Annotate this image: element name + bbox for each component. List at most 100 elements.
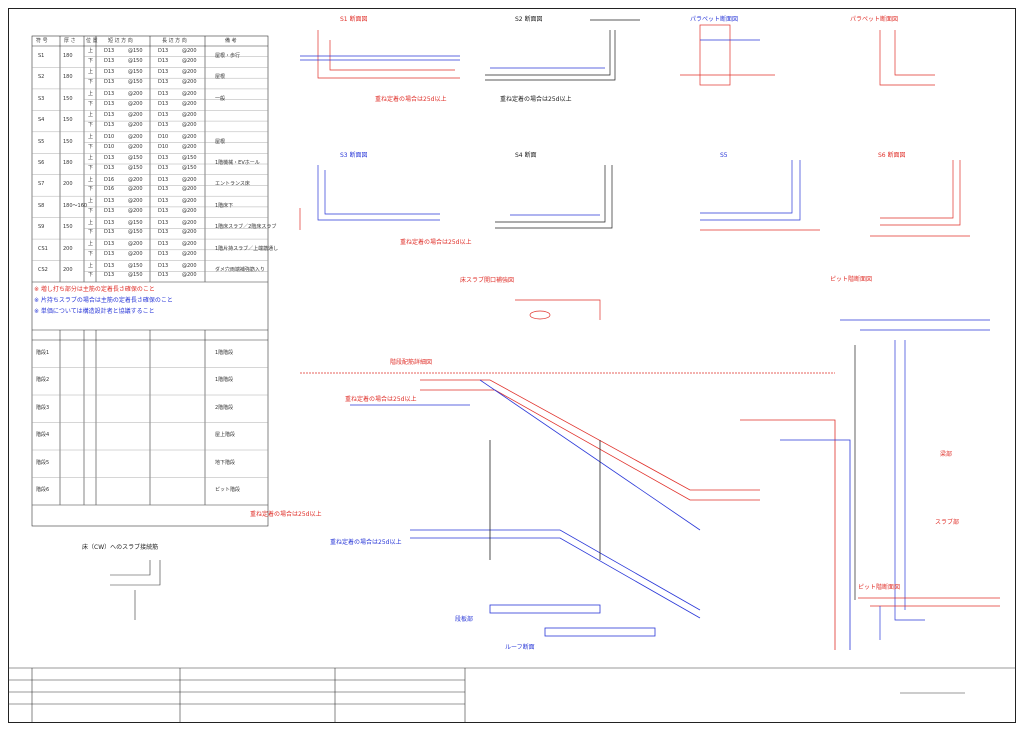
table-row-thickness: 180 xyxy=(63,160,73,166)
table-row-long-pitch: @200 xyxy=(182,48,197,54)
table-row-long-pitch-lower: @200 xyxy=(182,79,197,86)
label-parapet-2: パラペット断面図 xyxy=(850,16,899,23)
table-row-long-bar: D13 xyxy=(158,176,169,183)
label-stair-slab: 段板部 xyxy=(455,616,474,623)
table-row-pos-upper: 上 xyxy=(88,133,94,140)
label-roof-section: ルーフ断面 xyxy=(505,644,535,651)
table-row-short-pitch: @200 xyxy=(128,241,143,248)
table-row-short-bar-lower: D13 xyxy=(104,207,115,214)
table-row-long-bar: D13 xyxy=(158,90,169,97)
table-row-long-bar-lower: D13 xyxy=(158,79,169,86)
table-row-long-pitch-lower: @200 xyxy=(182,207,197,214)
label-anchor-note-2: 重ね定着の場合は25d以上 xyxy=(500,96,572,103)
table-row-note: 1階片持スラブ／上端筋通し xyxy=(215,245,279,252)
table-row-short-pitch-lower: @150 xyxy=(128,272,143,279)
table-row-long-bar: D13 xyxy=(158,198,169,205)
table-row-pos-lower: 下 xyxy=(88,229,94,236)
table-row-short-pitch: @150 xyxy=(128,48,143,54)
table-row-pos-lower: 下 xyxy=(88,122,94,129)
table-note-3: ※ 単価については構造設計者と協議すること xyxy=(34,308,155,315)
table-row-pos-upper: 上 xyxy=(88,198,94,205)
table-row-note: 屋根 xyxy=(215,74,226,81)
table-row-short-pitch-lower: @150 xyxy=(128,79,143,86)
table-row-long-bar: D13 xyxy=(158,69,169,76)
table-row-short-bar: D10 xyxy=(104,133,115,140)
stair-row-note: ピット階段 xyxy=(215,487,241,494)
table-row-short-bar-lower: D13 xyxy=(104,57,115,64)
table-row-short-bar: D13 xyxy=(104,262,115,269)
table-row-long-pitch-lower: @150 xyxy=(182,165,197,171)
table-row-short-bar-lower: D16 xyxy=(104,186,115,193)
table-row-long-pitch: @200 xyxy=(182,176,197,183)
table-row-symbol: S9 xyxy=(38,224,45,231)
table-row-thickness: 180 xyxy=(63,74,73,81)
table-row-long-pitch: @200 xyxy=(182,198,197,205)
table-row-symbol: S7 xyxy=(38,181,45,188)
table-row-long-pitch-lower: @200 xyxy=(182,229,197,236)
table-row-short-pitch-lower: @200 xyxy=(128,122,143,129)
label-stair-note-1: 重ね定着の場合は25d以上 xyxy=(345,396,417,403)
table-row-long-pitch-lower: @200 xyxy=(182,122,197,129)
table-row-note: ダメ穴両端補強筋入り xyxy=(215,267,265,274)
label-pit-detail-2: ピット階断面図 xyxy=(858,584,901,591)
table-row-symbol: S2 xyxy=(38,74,45,81)
table-row-note: 1階床スラブ／2階床スラブ xyxy=(215,224,277,231)
table-row-note: 1階機械・EVホール xyxy=(215,160,260,166)
label-section-1: S1 断面図 xyxy=(340,16,368,23)
stair-detail xyxy=(300,372,851,650)
table-row-short-pitch-lower: @150 xyxy=(128,57,143,64)
label-section-3: S3 断面図 xyxy=(340,152,368,159)
table-row-short-pitch: @150 xyxy=(128,262,143,269)
table-row-short-bar: D16 xyxy=(104,176,115,183)
table-row-pos-upper: 上 xyxy=(88,48,94,54)
table-row-pos-lower: 下 xyxy=(88,272,94,279)
table-row-short-bar-lower: D13 xyxy=(104,79,115,86)
table-row-short-pitch-lower: @200 xyxy=(128,186,143,193)
table-row-long-pitch-lower: @200 xyxy=(182,100,197,107)
label-beam: 梁部 xyxy=(940,451,953,458)
table-row-long-bar: D13 xyxy=(158,48,169,54)
table-row-long-pitch: @200 xyxy=(182,262,197,269)
table-row-pos-lower: 下 xyxy=(88,79,94,86)
label-slab: スラブ部 xyxy=(935,519,960,526)
table-note-1: ※ 増し打ち部分は主筋の定着長さ確保のこと xyxy=(34,286,155,293)
table-row-symbol: CS2 xyxy=(38,267,48,274)
section-detail-5 xyxy=(700,160,820,231)
table-row-pos-upper: 上 xyxy=(88,219,94,226)
table-row-long-bar-lower: D10 xyxy=(158,143,169,150)
table-row-short-bar: D13 xyxy=(104,90,115,97)
table-row-long-pitch: @150 xyxy=(182,155,197,162)
table-row-long-bar-lower: D13 xyxy=(158,122,169,129)
label-stair-note-2: 重ね定着の場合は25d以上 xyxy=(250,511,322,518)
table-row-long-pitch-lower: @200 xyxy=(182,143,197,150)
table-row-short-bar-lower: D13 xyxy=(104,165,115,171)
table-row-short-pitch: @150 xyxy=(128,155,143,162)
stair-row-note: 地下階段 xyxy=(215,459,236,466)
table-row-short-bar: D13 xyxy=(104,198,115,205)
table-row-pos-upper: 上 xyxy=(88,112,94,119)
label-stair-title: 階段配筋詳細図 xyxy=(390,359,433,366)
table-row-symbol: S5 xyxy=(38,138,45,145)
table-row-short-bar: D13 xyxy=(104,155,115,162)
title-block xyxy=(8,667,1016,722)
table-row-long-pitch: @200 xyxy=(182,69,197,76)
table-row-short-pitch: @200 xyxy=(128,90,143,97)
stair-row-symbol: 階段5 xyxy=(36,459,50,466)
table-row-short-bar-lower: D13 xyxy=(104,229,115,236)
table-row-short-pitch-lower: @200 xyxy=(128,143,143,150)
label-pit-detail: ピット階断面図 xyxy=(830,276,873,283)
table-row-long-pitch-lower: @200 xyxy=(182,250,197,257)
table-row-short-pitch: @200 xyxy=(128,198,143,205)
stair-row-note: 1階階段 xyxy=(215,349,234,356)
table-row-pos-lower: 下 xyxy=(88,250,94,257)
table-row-long-bar-lower: D13 xyxy=(158,229,169,236)
table-row-long-bar: D13 xyxy=(158,241,169,248)
table-row-long-bar-lower: D13 xyxy=(158,165,169,171)
table-row-note: エントランス床 xyxy=(215,181,250,188)
table-row-long-bar-lower: D13 xyxy=(158,100,169,107)
table-row-short-pitch: @200 xyxy=(128,112,143,119)
label-cantilever-title: 床（CW）へのスラブ接続筋 xyxy=(82,544,159,551)
label-section-6: S6 断面図 xyxy=(878,152,906,159)
stair-row-symbol: 階段6 xyxy=(36,487,50,494)
table-row-thickness: 180 xyxy=(63,52,73,59)
